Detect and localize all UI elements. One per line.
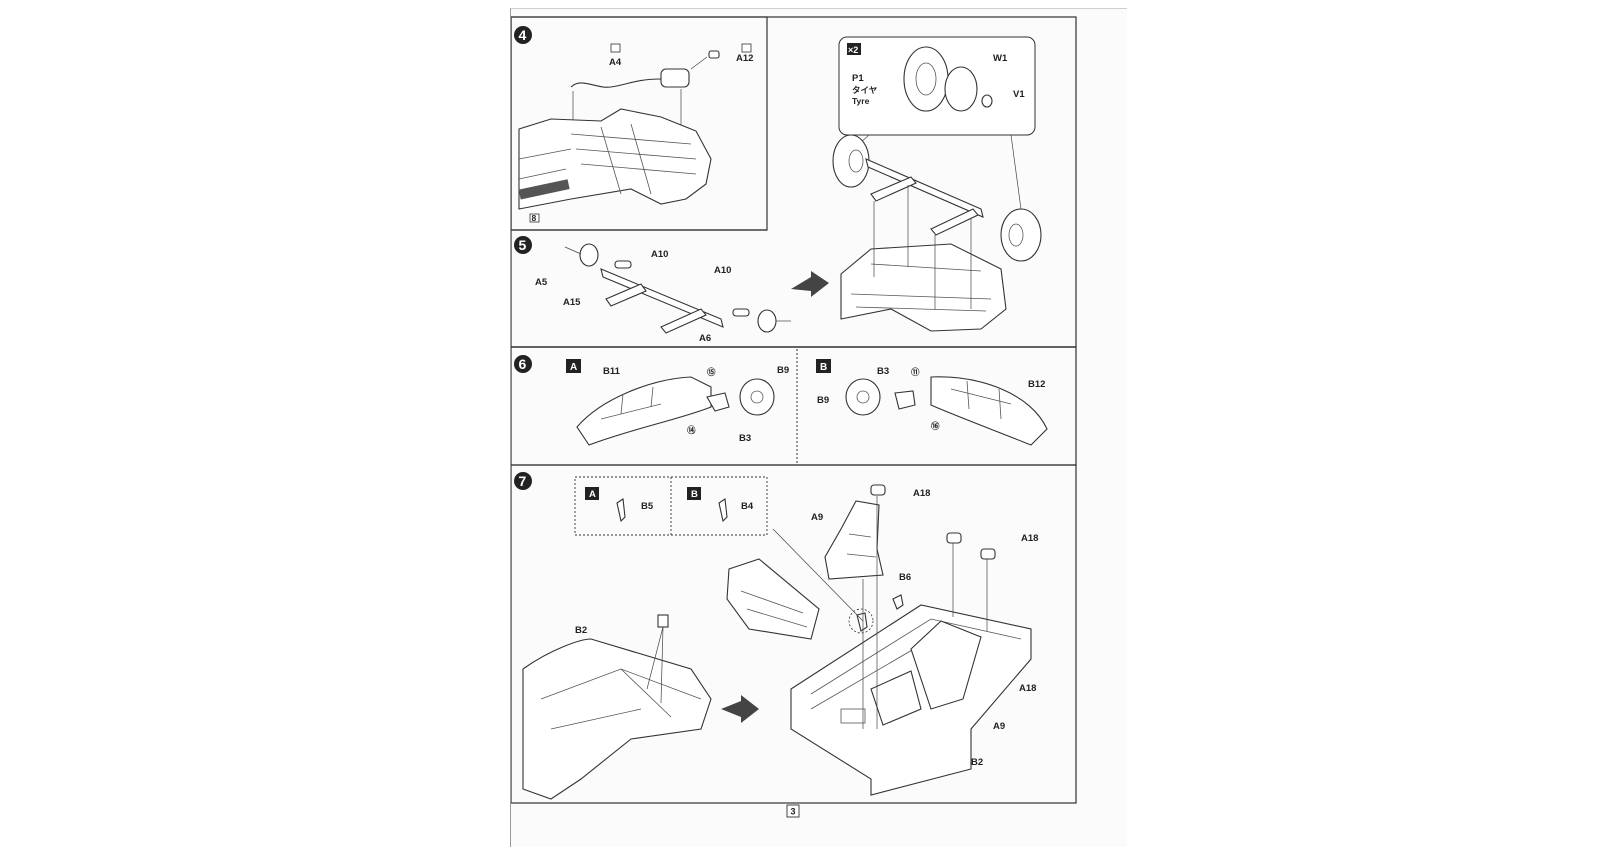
instruction-sheet: 4 A4 A12 8 ×2 W1 V1 P1 タイヤ Tyre [510,8,1127,847]
part-label-w1: W1 [993,53,1008,64]
part-label-a10: A10 [714,265,731,276]
body-shell-drawing [522,614,712,800]
part-label-a12: A12 [736,53,753,64]
part-label-a6: A6 [699,333,711,344]
page-number: 3 [791,807,796,817]
variant-b-tag: B [820,362,827,373]
assembly-diagram: 4 A4 A12 8 ×2 W1 V1 P1 タイヤ Tyre [511,16,1077,818]
shifter-part [616,498,626,523]
part-label-b4: B4 [741,501,754,512]
multiplier-badge [847,43,861,55]
part-label-a10: A10 [651,249,668,260]
part-label-a5: A5 [535,277,548,288]
rear-axle-assembly-drawing [832,134,1042,332]
part-label-a9: A9 [993,721,1005,732]
part-label-b2: B2 [575,625,587,636]
paint-note: ⑮ [707,367,716,377]
part-label-b2: B2 [971,757,983,768]
variant-a-tag: A [589,489,596,500]
paint-note: ⑪ [911,367,920,377]
axle-parts-drawing [579,243,777,334]
step-number: 6 [519,356,527,372]
part-label-a18: A18 [1021,533,1038,544]
variant-a-badge [566,359,581,373]
wheel-cap-part [981,94,993,108]
step-badge [514,355,532,373]
variant-b-badge [816,359,831,373]
part-label-v1: V1 [1013,89,1025,100]
tailpipe-tip-part [708,50,720,59]
step-number: 5 [519,237,527,253]
tyre-label-en: Tyre [852,96,870,106]
muffler-part [660,68,690,88]
step-number: 4 [519,27,527,43]
variant-b-tag: B [691,489,698,500]
variant-a-tag: A [570,362,577,373]
page-number-box [786,804,800,818]
part-label-b5: B5 [641,501,654,512]
part-label-a15: A15 [563,297,581,308]
material-tag-icon [529,213,540,223]
paint-note: ⑯ [931,421,940,431]
exhaust-pipe-part [570,78,662,88]
shifter-part [718,498,728,523]
tyre-part [903,46,949,112]
part-label-a4: A4 [609,57,622,68]
part-label-b9: B9 [817,395,829,406]
tyre-label-jp: タイヤ [852,85,878,95]
paint-note: ⑭ [687,425,696,435]
interior-tub-drawing [790,604,1032,796]
multiplier-text: ×2 [848,45,858,55]
seat-parts-drawing [824,484,996,634]
step-badge [514,26,532,44]
part-label-b6: B6 [899,572,911,583]
step-badge [514,472,532,490]
part-label-b9: B9 [777,365,789,376]
glue-icon [657,614,669,628]
variant-b-badge [687,487,701,500]
part-label-a9: A9 [811,512,823,523]
part-label-b3: B3 [877,366,889,377]
direction-arrow [791,271,829,297]
part-label-b3: B3 [739,433,751,444]
material-tag-icon [610,43,621,53]
chassis-underbody-drawing [518,108,712,210]
panel-step-7 [511,464,1077,804]
step-number: 7 [519,473,527,489]
dashboard-rhd-drawing [845,376,1048,446]
part-label-p1: P1 [852,73,864,84]
wheel-rim-part [944,66,978,112]
console-part [726,558,820,640]
part-label-a18: A18 [1019,683,1036,694]
direction-arrow [721,695,759,723]
material-tag-icon [741,43,752,53]
part-label-b12: B12 [1028,379,1045,390]
part-label-b11: B11 [603,366,621,377]
variant-a-badge [585,487,599,500]
part-label-a18: A18 [913,488,930,499]
step-badge [514,236,532,254]
material-tag-text: 8 [532,213,537,223]
dashboard-lhd-drawing [576,376,775,446]
